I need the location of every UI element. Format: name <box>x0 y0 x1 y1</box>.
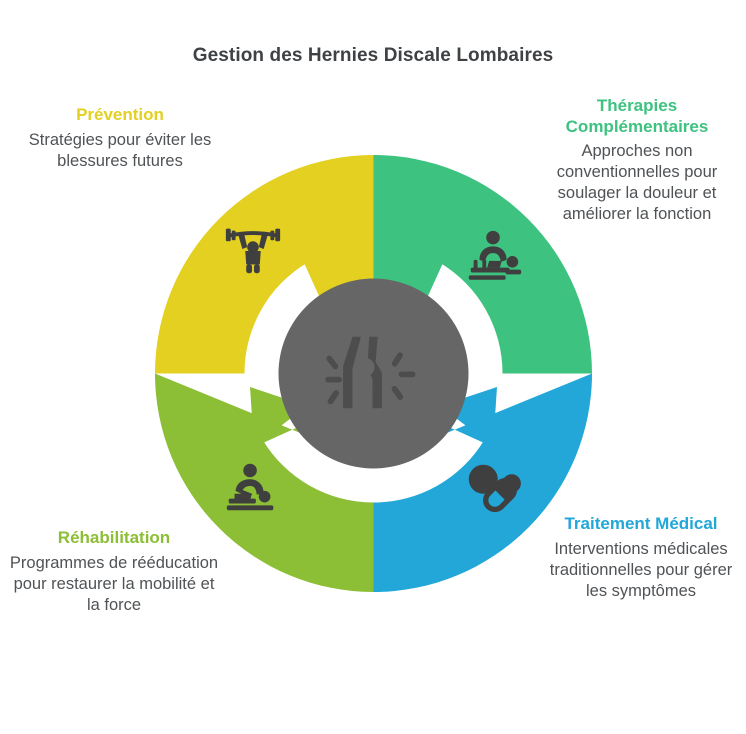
page-title: Gestion des Hernies Discale Lombaires <box>192 45 554 66</box>
traitement-title: Traitement Médical <box>564 514 718 533</box>
segment-prevention[interactable] <box>155 155 374 374</box>
spine-pain-icon <box>325 336 416 409</box>
donut-ring <box>155 155 592 592</box>
rehabilitation-title: Réhabilitation <box>57 528 171 547</box>
label-rehabilitation: Réhabilitation Programmes de rééducation… <box>8 528 220 616</box>
traitement-description: Interventions médicales traditionnelles … <box>549 539 733 600</box>
therapies-title: Thérapies Complémentaires <box>565 96 709 136</box>
therapies-description: Approches non conventionnelles pour soul… <box>556 142 718 224</box>
physiotherapy-icon <box>226 463 274 511</box>
prevention-description: Stratégies pour éviter les blessures fut… <box>28 130 212 170</box>
rehabilitation-description: Programmes de rééducation pour restaurer… <box>9 553 219 614</box>
label-prevention: Prévention Stratégies pour éviter les bl… <box>14 105 226 172</box>
weightlifter-icon <box>225 228 281 274</box>
massage-therapy-icon <box>468 230 522 280</box>
segment-rehabilitation[interactable] <box>155 373 374 593</box>
prevention-title: Prévention <box>76 105 164 124</box>
label-therapies: Thérapies Complémentaires Approches non … <box>534 96 740 225</box>
pills-icon <box>468 464 521 513</box>
label-traitement: Traitement Médical Interventions médical… <box>540 514 742 602</box>
